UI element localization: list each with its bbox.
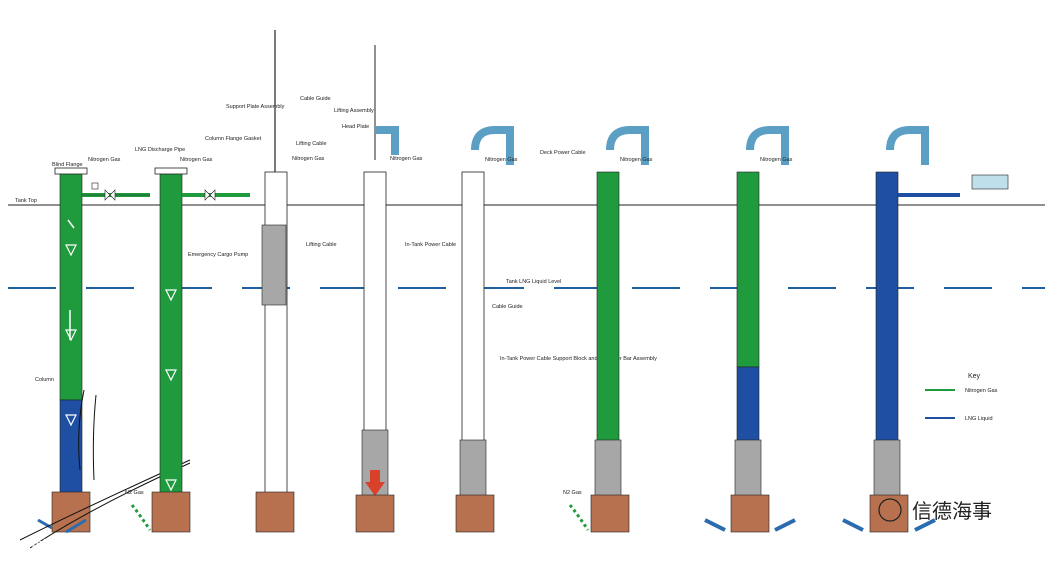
head-plate-label: Head Plate — [342, 124, 369, 130]
lifting-assembly-label: Lifting Assembly — [334, 108, 374, 114]
lifting-cable-label-1: Lifting Cable — [296, 141, 327, 147]
legend-title: Key — [968, 373, 981, 380]
stage-8 — [842, 126, 1009, 533]
nitrogen-gas-label-2: Nitrogen Gas — [180, 157, 213, 163]
support-block-label: In-Tank Power Cable Support Block and Sp… — [500, 356, 657, 362]
stage-1: Blind Flange Nitrogen Gas LNG Discharge … — [19, 147, 191, 549]
cable-guide-label-1: Cable Guide — [300, 96, 331, 102]
watermark: 信德海事 大数据库 — [20, 498, 992, 551]
stage-7: Nitrogen Gas — [704, 126, 796, 533]
corner-watermark-text: 大数据库 — [20, 537, 64, 551]
liquid-level-label: Tank LNG Liquid Level — [506, 279, 561, 285]
column-label: Column — [35, 377, 54, 383]
stage-4: Head Plate Lifting Assembly Lifting Cabl… — [306, 45, 456, 533]
lng-discharge-pipe-label: LNG Discharge Pipe — [135, 147, 185, 153]
column-flange-gasket-label: Column Flange Gasket — [205, 136, 262, 142]
nitrogen-gas-label-4: Nitrogen Gas — [390, 156, 423, 162]
legend-item-lng: LNG Liquid — [965, 416, 993, 422]
support-plate-label: Support Plate Assembly — [226, 104, 285, 110]
in-tank-power-cable-label: In-Tank Power Cable — [405, 242, 456, 248]
n2-gas-label: N2 Gas — [125, 490, 144, 496]
watermark-logo-icon — [878, 498, 902, 522]
nitrogen-gas-label-6: Nitrogen Gas — [620, 157, 653, 163]
emergency-pump-label: Emergency Cargo Pump — [188, 252, 248, 258]
stage-3: Support Plate Assembly Cable Guide Colum… — [188, 30, 331, 533]
legend-item-nitrogen: Nitrogen Gas — [965, 388, 998, 394]
n2-gas-label-2: N2 Gas — [563, 490, 582, 496]
legend: Key Nitrogen Gas LNG Liquid — [925, 373, 998, 422]
tank-top-label: Tank Top — [15, 198, 37, 204]
deck-power-cable-label: Deck Power Cable — [540, 150, 586, 156]
blind-flange-label: Blind Flange — [52, 162, 83, 168]
stage-5: Nitrogen Gas Deck Power Cable Cable Guid… — [455, 126, 657, 533]
cable-guide-label-2: Cable Guide — [492, 304, 523, 310]
stage-6: Nitrogen Gas N2 Gas — [563, 126, 653, 533]
nitrogen-gas-label-5: Nitrogen Gas — [485, 157, 518, 163]
watermark-text: 信德海事 — [912, 499, 992, 523]
nitrogen-gas-label-1: Nitrogen Gas — [88, 157, 121, 163]
nitrogen-gas-label-7: Nitrogen Gas — [760, 157, 793, 163]
lifting-cable-label-2: Lifting Cable — [306, 242, 337, 248]
stage-2: Nitrogen Gas N2 Gas — [125, 157, 250, 533]
nitrogen-gas-label-3: Nitrogen Gas — [292, 156, 325, 162]
